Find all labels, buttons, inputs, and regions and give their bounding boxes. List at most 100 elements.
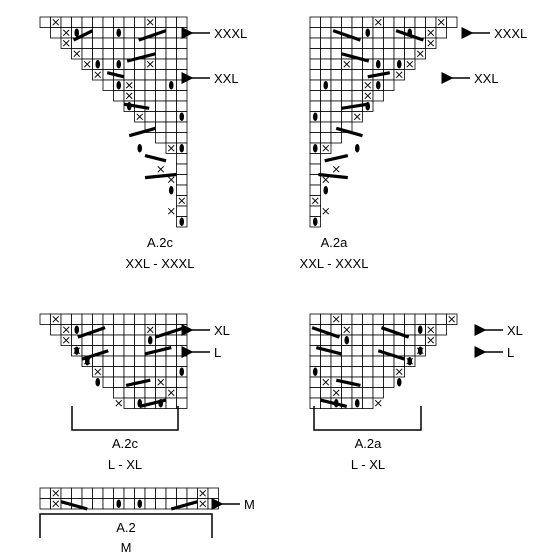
grid-cell — [351, 334, 363, 346]
grid-cell — [113, 16, 125, 28]
grid-cell — [155, 111, 167, 123]
grid-cell — [341, 37, 353, 49]
grid-cell — [155, 100, 167, 112]
yarn-over-icon — [168, 186, 174, 195]
grid-cell — [330, 48, 342, 60]
yarn-over-icon — [407, 357, 413, 366]
grid-cell — [404, 345, 416, 357]
grid-cell — [134, 324, 146, 336]
grid-cell — [372, 376, 384, 388]
grid-cell — [155, 121, 167, 133]
cross-stitch-icon — [167, 176, 175, 184]
yarn-over-icon — [323, 81, 329, 90]
grid-cell — [144, 79, 156, 91]
grid-cell — [176, 37, 188, 49]
decrease-stitch-icon — [138, 29, 167, 42]
grid-cell — [351, 366, 363, 378]
grid-cell — [341, 387, 353, 399]
chart-caption: XXL - XXXL — [126, 256, 195, 271]
grid-cell — [155, 48, 167, 60]
yarn-over-icon — [312, 217, 318, 226]
grid-cell — [165, 48, 177, 60]
cross-stitch-icon — [322, 378, 330, 386]
grid-cell — [92, 16, 104, 28]
grid-cell — [393, 48, 405, 60]
cross-stitch-icon — [332, 315, 340, 323]
decrease-stitch-icon — [170, 500, 198, 511]
yarn-over-icon — [137, 144, 143, 153]
decrease-stitch-icon — [72, 29, 94, 42]
bracket — [39, 513, 213, 538]
grid-cell — [341, 69, 353, 81]
decrease-stitch-icon — [318, 172, 348, 180]
grid-cell — [144, 111, 156, 123]
grid-cell — [113, 487, 125, 499]
bracket — [71, 406, 179, 431]
cross-stitch-icon — [448, 315, 456, 323]
grid-cell — [372, 387, 384, 399]
chart-caption: A.2 — [116, 520, 136, 535]
grid-cell — [414, 313, 426, 325]
grid-cell — [123, 48, 135, 60]
decrease-stitch-icon — [315, 346, 342, 356]
grid-cell — [92, 37, 104, 49]
yarn-over-icon — [147, 336, 153, 345]
grid-cell — [435, 27, 447, 39]
cross-stitch-icon — [157, 165, 165, 173]
yarn-over-icon — [74, 346, 80, 355]
grid-cell — [165, 100, 177, 112]
size-label: XL — [214, 323, 230, 338]
grid-cell — [155, 69, 167, 81]
yarn-over-icon — [116, 81, 122, 90]
grid-cell — [102, 334, 114, 346]
decrease-stitch-icon — [367, 71, 391, 79]
yarn-over-icon — [354, 399, 360, 408]
yarn-over-icon — [354, 144, 360, 153]
grid-cell — [123, 324, 135, 336]
grid-cell — [165, 313, 177, 325]
decrease-stitch-icon — [139, 398, 167, 408]
cross-stitch-icon — [332, 389, 340, 397]
grid-cell — [320, 37, 332, 49]
cross-stitch-icon — [146, 18, 154, 26]
grid-cell — [165, 376, 177, 388]
grid-cell — [330, 111, 342, 123]
grid-cell — [102, 27, 114, 39]
grid-cell — [155, 132, 167, 144]
grid-cell — [60, 16, 72, 28]
grid-cell — [330, 366, 342, 378]
yarn-over-icon — [95, 378, 101, 387]
grid-cell — [144, 498, 156, 510]
grid-cell — [309, 397, 321, 409]
grid-cell — [446, 16, 458, 28]
grid-cell — [383, 334, 395, 346]
grid-cell — [39, 16, 51, 28]
grid-cell — [383, 27, 395, 39]
grid-cell — [320, 132, 332, 144]
decrease-stitch-icon — [320, 398, 348, 408]
grid-cell — [134, 334, 146, 346]
yarn-over-icon — [344, 336, 350, 345]
grid-cell — [113, 355, 125, 367]
grid-cell — [165, 366, 177, 378]
chart-caption: A.2a — [321, 235, 349, 250]
grid-cell — [404, 48, 416, 60]
grid-cell — [425, 313, 437, 325]
bracket — [313, 406, 422, 431]
chart-a2c-l-xl — [39, 313, 188, 409]
grid-cell — [435, 313, 447, 325]
cross-stitch-icon — [364, 81, 372, 89]
grid-cell — [330, 132, 342, 144]
decrease-stitch-icon — [335, 126, 363, 138]
grid-cell — [81, 16, 93, 28]
grid-cell — [50, 27, 62, 39]
grid-cell — [362, 355, 374, 367]
grid-cell — [155, 37, 167, 49]
grid-cell — [425, 16, 437, 28]
grid-cell — [309, 16, 321, 28]
grid-cell — [60, 487, 72, 499]
cross-stitch-icon — [416, 50, 424, 58]
cross-stitch-icon — [343, 326, 351, 334]
grid-cell — [123, 37, 135, 49]
grid-cell — [320, 27, 332, 39]
